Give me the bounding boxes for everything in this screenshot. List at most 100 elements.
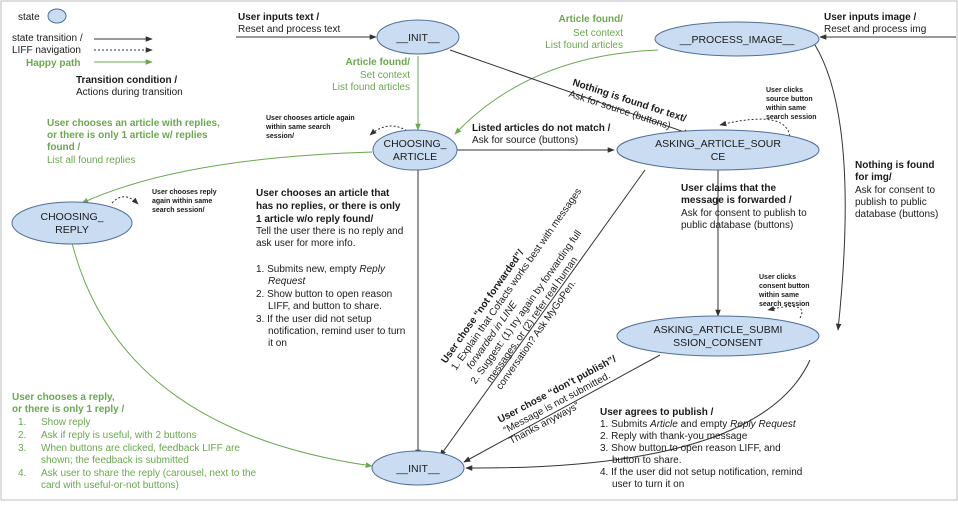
state-choosing-article: CHOOSING_ ARTICLE bbox=[372, 129, 458, 171]
label-user-image-cond: User inputs image / bbox=[824, 12, 916, 23]
state-init-bottom: __INIT__ bbox=[371, 450, 465, 486]
label-user-text-action: Reset and process text bbox=[238, 24, 340, 35]
label-reply-happy-t3b: shown; the feedback is submitted bbox=[41, 455, 189, 466]
label-with-replies-c3: found / bbox=[47, 142, 81, 153]
label-reply-again-2: again within same bbox=[152, 198, 212, 205]
label-listed-not-match-action: Ask for source (buttons) bbox=[472, 135, 578, 146]
label-with-replies-action: List all found replies bbox=[47, 155, 135, 166]
label-reply-happy-c1: User chooses a reply, bbox=[12, 392, 115, 403]
label-no-replies-item3: 3. If the user did not setup bbox=[256, 314, 372, 325]
legend-transition-label-2: LIFF navigation bbox=[12, 45, 81, 56]
state-init-top-label: __INIT__ bbox=[395, 32, 439, 44]
label-reply-again-3: search session/ bbox=[152, 207, 205, 214]
state-process-image-label: __PROCESS_IMAGE__ bbox=[679, 34, 795, 46]
edge-image-to-choosing-article bbox=[454, 49, 659, 135]
label-article-found-image-cond: Article found/ bbox=[559, 14, 624, 25]
label-article-found-text: Article found/ Set context List found ar… bbox=[332, 57, 410, 93]
label-nothing-img-a1: Ask for consent to bbox=[855, 185, 935, 196]
edge-submission-to-init-publish bbox=[465, 359, 811, 471]
legend-condition-label: Transition condition / bbox=[76, 75, 177, 86]
label-agrees-item4: 4. If the user did not setup notificatio… bbox=[600, 467, 802, 478]
edge-source-to-init-not-forwarded bbox=[439, 169, 646, 457]
label-agrees-item1-c: and empty bbox=[678, 419, 730, 430]
label-article-again-1: User chooses article again bbox=[266, 115, 355, 122]
label-nothing-img-c2: for img/ bbox=[855, 172, 892, 183]
label-clicks-consent-3: within same bbox=[758, 292, 799, 299]
edge-article-self-loop bbox=[369, 125, 411, 136]
label-no-replies-item2-cont: LIFF, and button to share. bbox=[268, 301, 382, 312]
label-reply-happy-t2: Ask if reply is useful, with 2 buttons bbox=[41, 430, 197, 441]
label-article-found-image-a1: Set context bbox=[573, 28, 623, 39]
label-clicks-consent-1: User clicks bbox=[759, 274, 796, 281]
label-no-replies-item1: 1. Submits new, empty Reply bbox=[256, 264, 386, 275]
label-agrees-item2: 2. Reply with thank-you message bbox=[600, 431, 748, 442]
legend: state state transition / LIFF navigation… bbox=[12, 8, 183, 98]
label-reply-happy-c2: or there is only 1 reply / bbox=[12, 404, 124, 415]
label-article-found-image-a2: List found articles bbox=[545, 40, 623, 51]
label-agrees-publish: User agrees to publish / 1. Submits Arti… bbox=[600, 407, 802, 490]
edge-submission-to-init-dont-publish bbox=[463, 354, 661, 463]
label-nothing-img-a3: database (buttons) bbox=[855, 209, 938, 220]
state-choosing-article-label-1: CHOOSING_ bbox=[383, 138, 446, 150]
edge-image-to-submission bbox=[814, 44, 846, 331]
label-clicks-consent-4: search session bbox=[759, 301, 810, 308]
label-claims-forwarded-c2: message is forwarded / bbox=[681, 195, 792, 206]
state-init-top: __INIT__ bbox=[376, 19, 460, 55]
label-agrees-item4-cont: user to turn it on bbox=[612, 479, 684, 490]
state-choosing-reply-label-2: REPLY bbox=[55, 224, 89, 236]
label-user-clicks-consent: User clicks consent button within same s… bbox=[758, 274, 810, 308]
label-article-again-3: session/ bbox=[266, 133, 294, 140]
edge-submission-self-loop bbox=[767, 305, 803, 319]
label-reply-again-1: User chooses reply bbox=[152, 189, 217, 196]
transitions bbox=[71, 34, 956, 471]
label-agrees-item1-a: 1. Submits bbox=[600, 419, 650, 430]
label-with-replies-c2: or there is only 1 article w/ replies bbox=[47, 130, 208, 141]
state-asking-source-label-2: CE bbox=[711, 151, 726, 163]
label-with-replies-c1: User chooses an article with replies, bbox=[47, 118, 220, 129]
state-asking-submission-label-2: SSION_CONSENT bbox=[673, 337, 763, 349]
label-listed-not-match-cond: Listed articles do not match / bbox=[472, 123, 611, 134]
label-choose-reply-again: User chooses reply again within same sea… bbox=[152, 189, 217, 214]
label-agrees-item1-d: Reply Request bbox=[730, 419, 797, 430]
label-article-found-image: Article found/ Set context List found ar… bbox=[545, 14, 623, 51]
label-article-found-text-a2: List found articles bbox=[332, 82, 410, 93]
label-no-replies-item3-cont: notification, remind user to turn bbox=[268, 326, 405, 337]
label-user-text-cond: User inputs text / bbox=[238, 12, 319, 23]
label-claims-forwarded-c1: User claims that the bbox=[681, 183, 776, 194]
label-user-clicks-source: User clicks source button within same se… bbox=[765, 87, 817, 121]
states: __INIT__ __PROCESS_IMAGE__ CHOOSING_ ART… bbox=[11, 19, 820, 486]
state-choosing-article-label-2: ARTICLE bbox=[393, 151, 437, 163]
label-not-forwarded-cond-c: / bbox=[516, 248, 527, 257]
label-reply-happy-n3: 3. bbox=[18, 443, 26, 454]
label-reply-happy-n4: 4. bbox=[18, 468, 26, 479]
label-choose-article-again: User chooses article again within same s… bbox=[265, 115, 355, 140]
state-choosing-reply-label-1: CHOOSING_ bbox=[40, 211, 103, 223]
label-article-found-text-a1: Set context bbox=[360, 70, 410, 81]
label-no-replies-item2: 2. Show button to open reason bbox=[256, 289, 392, 300]
label-nothing-img-a2: publish to public bbox=[855, 197, 927, 208]
label-agrees-cond: User agrees to publish / bbox=[600, 407, 714, 418]
label-nothing-img-c1: Nothing is found bbox=[855, 160, 934, 171]
label-user-image-action: Reset and process img bbox=[824, 24, 926, 35]
label-reply-happy-t4a: Ask user to share the reply (carousel, n… bbox=[41, 468, 257, 479]
label-clicks-source-3: within same bbox=[765, 105, 806, 112]
legend-state-label: state bbox=[18, 12, 40, 23]
label-reply-happy-n2: 2. bbox=[18, 430, 26, 441]
edge-init-to-asking-source bbox=[449, 49, 691, 135]
label-dont-publish-cond-c: / bbox=[611, 354, 619, 365]
label-no-replies-c3: 1 article w/o reply found/ bbox=[256, 214, 373, 225]
legend-actions-label: Actions during transition bbox=[76, 87, 183, 98]
state-asking-article-source: ASKING_ARTICLE_SOUR CE bbox=[616, 129, 820, 171]
label-no-replies-a2: ask user for more info. bbox=[256, 238, 355, 249]
edge-article-to-choosing-reply bbox=[81, 151, 373, 204]
state-choosing-reply: CHOOSING_ REPLY bbox=[11, 201, 133, 245]
label-user-inputs-image: User inputs image / Reset and process im… bbox=[824, 12, 926, 35]
edge-reply-to-init-bottom bbox=[71, 242, 373, 468]
label-reply-happy-t3a: When buttons are clicked, feedback LIFF … bbox=[41, 443, 240, 454]
label-clicks-source-1: User clicks bbox=[766, 87, 803, 94]
label-agrees-item1-b: Article bbox=[649, 419, 678, 430]
label-clicks-source-4: search session bbox=[766, 114, 817, 121]
label-no-replies-c2: has no replies, or there is only bbox=[256, 201, 401, 212]
